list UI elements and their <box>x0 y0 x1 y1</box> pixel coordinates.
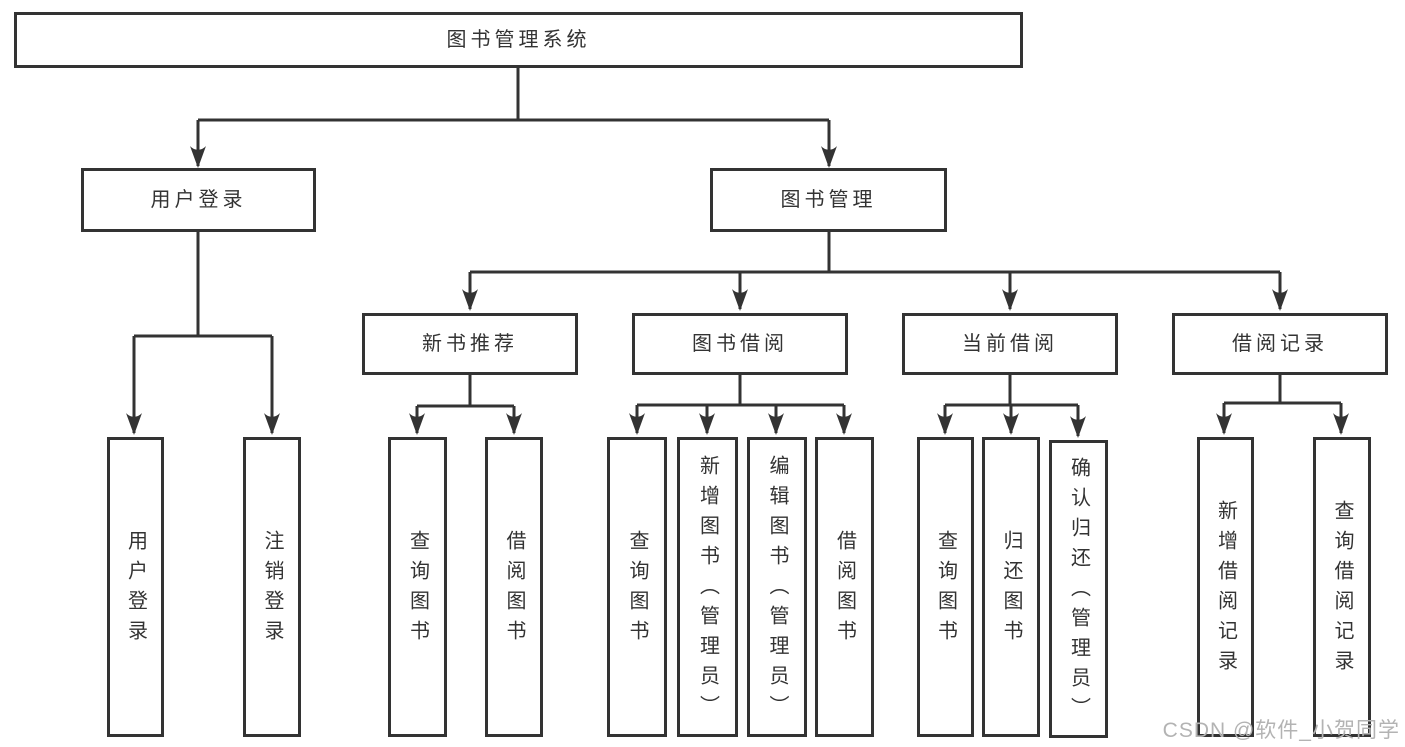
leaf-user-login: 用户登录 <box>107 437 164 737</box>
leaf-borrow-books-recommend: 借阅图书 <box>485 437 543 737</box>
watermark: CSDN @软件_小贺同学 <box>1162 719 1400 742</box>
connector-root-to-level2 <box>190 68 837 168</box>
connector-book-borrow-children <box>629 375 852 435</box>
leaf-query-books-recommend: 查询图书 <box>388 437 447 737</box>
node-library-system: 图书管理系统 <box>14 12 1023 68</box>
node-user-login: 用户登录 <box>81 168 316 232</box>
node-new-book-recommend: 新书推荐 <box>362 313 578 375</box>
connector-user-login-children <box>126 232 280 435</box>
leaf-add-book-admin: 新增图书（管理员） <box>677 437 738 737</box>
node-current-borrowing: 当前借阅 <box>902 313 1118 375</box>
connector-new-book-children <box>409 375 522 435</box>
leaf-borrow-books: 借阅图书 <box>815 437 874 737</box>
connector-borrow-records-children <box>1216 375 1349 435</box>
leaf-confirm-return-admin: 确认归还（管理员） <box>1049 440 1108 738</box>
leaf-add-borrow-record: 新增借阅记录 <box>1197 437 1254 737</box>
leaf-query-books-borrow: 查询图书 <box>607 437 667 737</box>
node-borrow-records: 借阅记录 <box>1172 313 1388 375</box>
leaf-return-books: 归还图书 <box>982 437 1040 737</box>
leaf-query-books-current: 查询图书 <box>917 437 974 737</box>
node-book-management: 图书管理 <box>710 168 947 232</box>
connector-book-management-to-level3 <box>462 232 1288 311</box>
leaf-query-borrow-record: 查询借阅记录 <box>1313 437 1371 737</box>
leaf-logout: 注销登录 <box>243 437 301 737</box>
node-book-borrowing: 图书借阅 <box>632 313 848 375</box>
connector-current-borrow-children <box>937 375 1086 438</box>
leaf-edit-book-admin: 编辑图书（管理员） <box>747 437 807 737</box>
